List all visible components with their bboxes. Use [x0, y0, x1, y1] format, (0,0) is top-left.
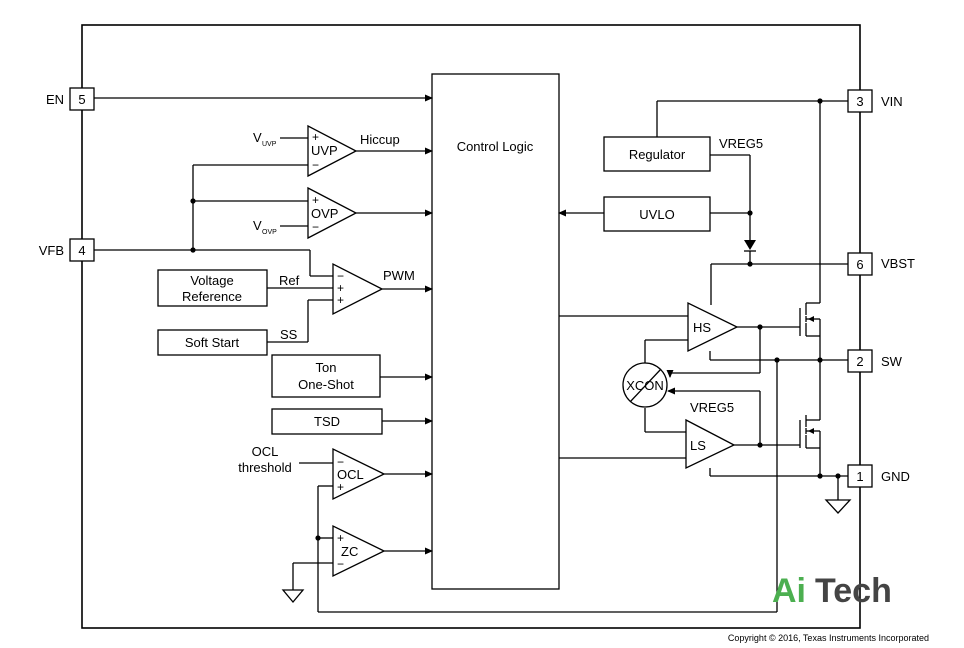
pin-sw-label: SW — [881, 354, 903, 369]
pin-gnd-number: 1 — [856, 469, 863, 484]
tsd-block: TSD — [271, 408, 383, 435]
vuvp-main: V — [253, 130, 262, 145]
pin-vbst-label: VBST — [881, 256, 915, 271]
zc-comparator: ZC + − — [332, 524, 386, 578]
ocl-threshold-line1: OCL — [252, 444, 279, 459]
aitech-watermark: Ai Tech — [772, 572, 892, 610]
ocl-plus: + — [337, 480, 344, 494]
hs-driver: HS — [687, 301, 739, 353]
ton-label-line1: Ton — [316, 360, 337, 375]
pin-sw-number: 2 — [856, 354, 863, 369]
vuvp-sub: UVP — [262, 141, 277, 148]
watermark-ai: Ai — [772, 572, 806, 610]
xcon-block: XCON — [622, 362, 668, 408]
pin-vin-label: VIN — [881, 94, 903, 109]
ocl-label: OCL — [337, 467, 364, 482]
tsd-label: TSD — [314, 414, 340, 429]
vovp-main: V — [253, 218, 262, 233]
voltage-reference-block: Voltage Reference — [157, 269, 268, 307]
soft-start-block: Soft Start — [157, 329, 268, 356]
hs-label: HS — [693, 320, 711, 335]
ss-label: SS — [280, 327, 298, 342]
pin-vfb-number: 4 — [78, 243, 85, 258]
copyright-text: Copyright © 2016, Texas Instruments Inco… — [728, 633, 929, 643]
ovp-label: OVP — [311, 206, 338, 221]
ovp-minus: − — [312, 220, 319, 234]
uvp-label: UVP — [311, 143, 338, 158]
control-logic-label: Control Logic — [457, 139, 534, 154]
ocl-minus: − — [337, 455, 344, 469]
voltage-reference-line1: Voltage — [190, 273, 233, 288]
pin-en-label: EN — [46, 92, 64, 107]
pin-gnd: 1 GND — [847, 464, 910, 488]
ovp-comparator: OVP + − — [307, 186, 358, 240]
pwm-label: PWM — [383, 268, 415, 283]
ocl-comparator: OCL − + — [332, 447, 386, 501]
vovp-sub: OVP — [262, 229, 277, 236]
ref-label: Ref — [279, 273, 300, 288]
hiccup-label: Hiccup — [360, 132, 400, 147]
ls-driver: LS — [685, 418, 736, 470]
xcon-label: XCON — [626, 378, 664, 393]
control-logic-block — [431, 73, 560, 590]
pwm-plus-2: + — [337, 293, 344, 307]
ton-one-shot-block: Ton One-Shot — [271, 354, 381, 398]
uvlo-block: UVLO — [603, 196, 711, 232]
pin-vbst: 6 VBST — [847, 252, 915, 276]
pin-vfb-label: VFB — [39, 243, 64, 258]
vreg5-ls-label: VREG5 — [690, 400, 734, 415]
vovp-label: V OVP — [253, 218, 277, 236]
ic-outline — [81, 24, 861, 629]
ovp-plus: + — [312, 193, 319, 207]
regulator-label: Regulator — [629, 147, 686, 162]
pwm-minus: − — [337, 269, 344, 283]
vuvp-label: V UVP — [253, 130, 277, 148]
regulator-block: Regulator — [603, 136, 711, 172]
pin-sw: 2 SW — [847, 349, 903, 373]
uvp-plus: + — [312, 130, 319, 144]
ocl-threshold-line2: threshold — [238, 460, 291, 475]
pin-vin-number: 3 — [856, 94, 863, 109]
pin-vfb: 4 VFB — [39, 238, 95, 262]
uvp-comparator: UVP + − — [307, 124, 358, 178]
zc-label: ZC — [341, 544, 358, 559]
zc-minus: − — [337, 557, 344, 571]
ton-label-line2: One-Shot — [298, 377, 354, 392]
pin-en-number: 5 — [78, 92, 85, 107]
zc-plus: + — [337, 531, 344, 545]
soft-start-label: Soft Start — [185, 335, 240, 350]
uvp-minus: − — [312, 158, 319, 172]
pin-vin: 3 VIN — [847, 89, 903, 113]
right-wiring: VREG5 — [558, 98, 852, 514]
pwm-comparator: − + + — [332, 262, 384, 316]
pin-vbst-number: 6 — [856, 257, 863, 272]
pin-en: 5 EN — [46, 87, 95, 111]
left-wiring — [94, 94, 778, 613]
pwm-plus-1: + — [337, 281, 344, 295]
voltage-reference-line2: Reference — [182, 289, 242, 304]
vreg5-top-label: VREG5 — [719, 136, 763, 151]
ls-label: LS — [690, 438, 706, 453]
watermark-tech: Tech — [815, 572, 892, 610]
pin-gnd-label: GND — [881, 469, 910, 484]
uvlo-label: UVLO — [639, 207, 674, 222]
